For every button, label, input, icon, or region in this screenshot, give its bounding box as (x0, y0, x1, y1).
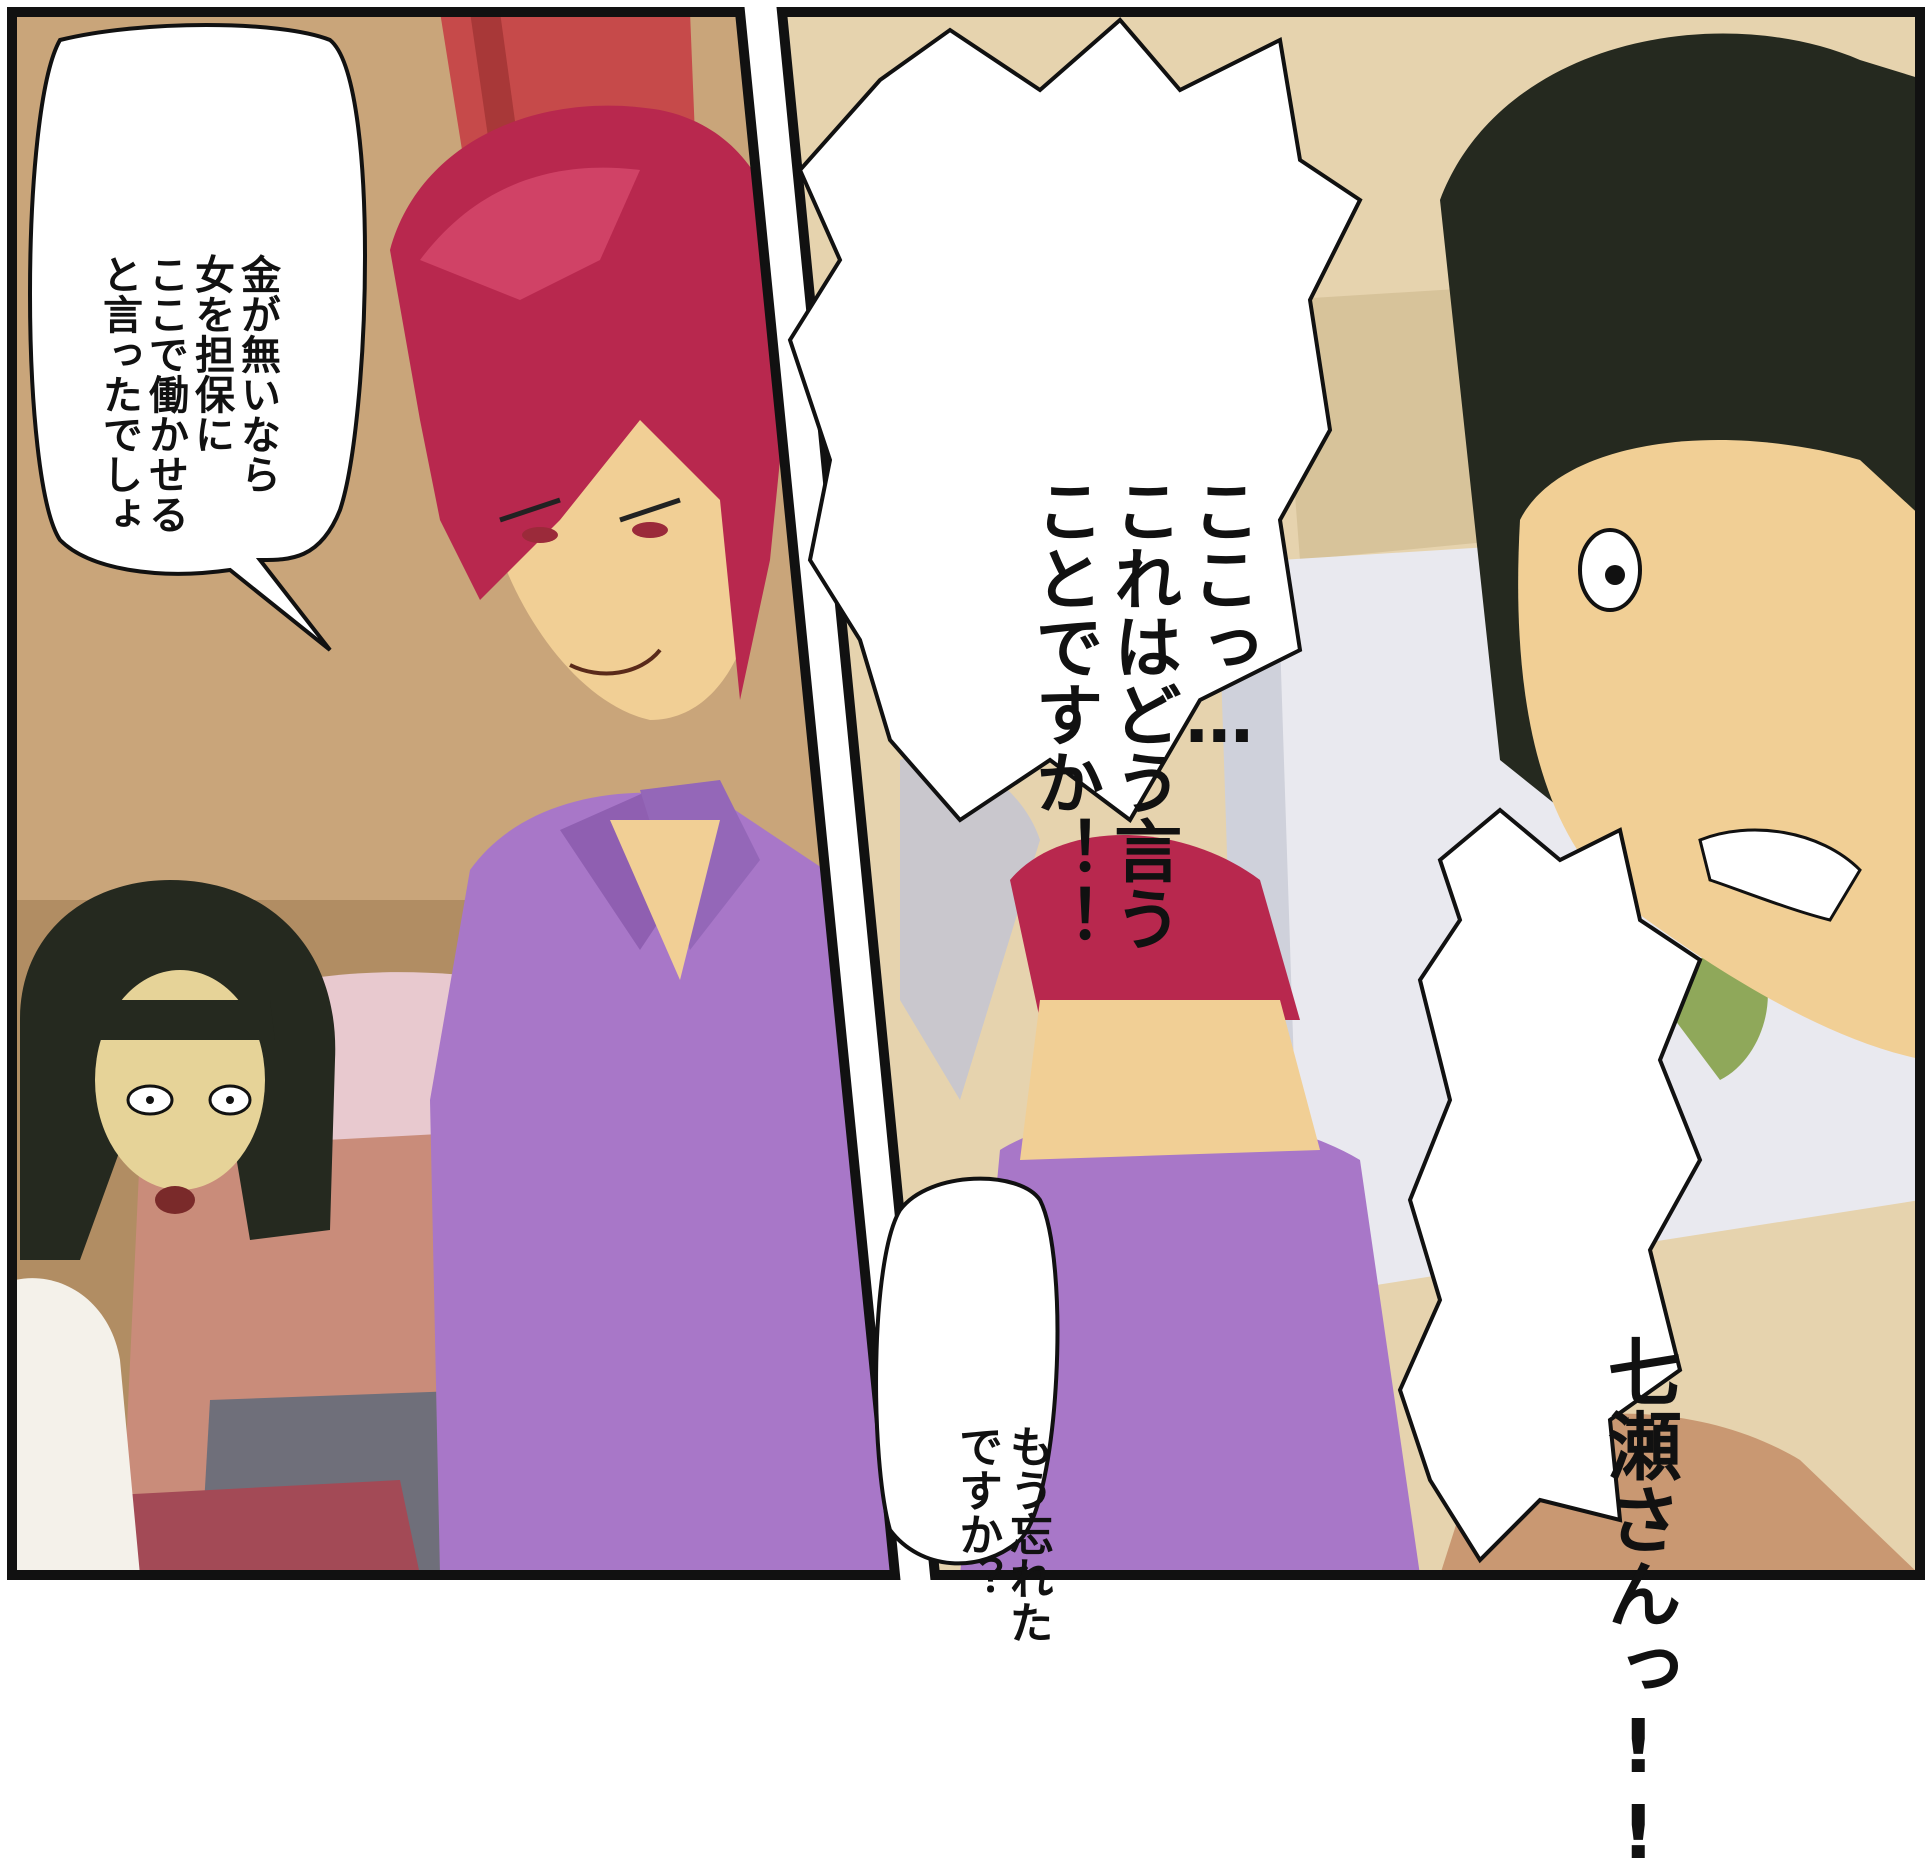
bubble-left-line-3: ここで働かせる (142, 254, 188, 534)
red-haired-man (390, 105, 895, 1575)
speech-bubble-shout (1397, 807, 1703, 1564)
bubble-top-text: ここっ… これはどう言う ことですか！！ (945, 160, 1336, 952)
bubble-small-text: もう忘れた ですか？ (900, 1220, 1102, 1644)
bubble-small-line-1: もう忘れた (1001, 1424, 1053, 1644)
bubble-top-line-1: ここっ… (1179, 476, 1259, 759)
manga-page: 金が無いなら 女を担保に ここで働かせる と言ったでしょ ここっ… これはどう言… (7, 7, 1925, 1876)
bubble-left-line-1: 金が無いなら (234, 254, 280, 494)
bubble-top-line-2: これはどう言う (1101, 476, 1181, 952)
manga-artwork (7, 7, 1925, 1580)
red-haired-man-back (960, 835, 1420, 1575)
left-panel (7, 7, 901, 1580)
bubble-shout-line-1: 七瀬さんっ!! (1595, 1334, 1682, 1876)
bubble-left-text: 金が無いなら 女を担保に ここで働かせる と言ったでしょ (50, 70, 326, 534)
bubble-small-line-2: ですか？ (951, 1424, 1003, 1600)
dark-haired-man (1440, 33, 1920, 1575)
speech-bubble-top (787, 17, 1363, 823)
speech-bubble-small (874, 1176, 1060, 1566)
bubble-shout-text: 七瀬さんっ!! (1510, 990, 1765, 1876)
bubble-left-line-2: 女を担保に (188, 254, 234, 454)
bubble-left-line-4: と言ったでしょ (96, 254, 142, 534)
speech-bubble-left (28, 23, 367, 652)
bubble-top-line-3: ことですか！！ (1023, 476, 1103, 952)
girl-figure (12, 880, 336, 1575)
